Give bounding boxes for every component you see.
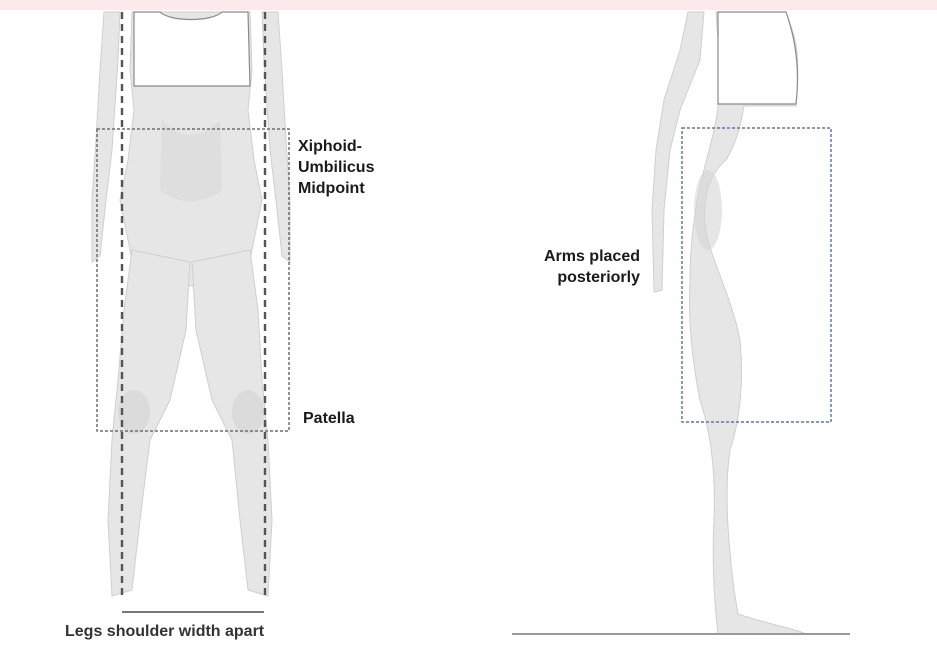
arms-posterior-label: Arms placed posteriorly	[480, 246, 640, 288]
front-right-knee	[232, 390, 264, 434]
side-hip-shade	[694, 170, 722, 250]
side-bra	[718, 12, 798, 104]
legs-width-label: Legs shoulder width apart	[65, 621, 264, 642]
front-view-figure	[92, 12, 290, 612]
front-left-arm	[92, 12, 120, 262]
xiphoid-line-3: Midpoint	[298, 178, 374, 199]
xiphoid-umbilicus-label: Xiphoid- Umbilicus Midpoint	[298, 136, 374, 199]
front-bra	[134, 12, 250, 86]
arms-line-1: Arms placed	[480, 246, 640, 267]
xiphoid-line-1: Xiphoid-	[298, 136, 374, 157]
patella-label: Patella	[303, 408, 355, 429]
front-right-arm	[262, 12, 290, 262]
side-view-figure	[512, 12, 850, 634]
arms-line-2: posteriorly	[480, 267, 640, 288]
side-body	[689, 12, 806, 634]
xiphoid-line-2: Umbilicus	[298, 157, 374, 178]
